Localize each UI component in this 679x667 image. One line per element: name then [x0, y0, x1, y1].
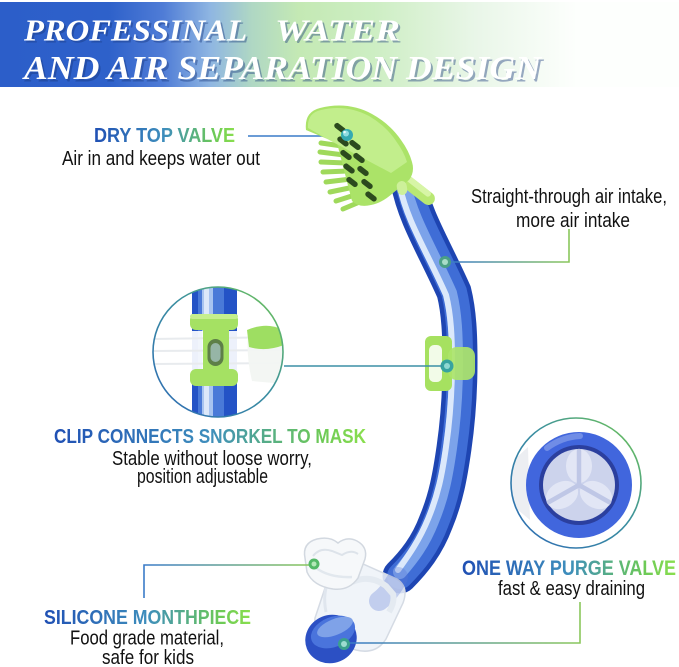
- svg-text:safe for kids: safe for kids: [102, 647, 194, 667]
- svg-text:CLIP CONNECTS SNORKEL TO MASK: CLIP CONNECTS SNORKEL TO MASK: [54, 425, 366, 448]
- svg-text:Straight-through air intake,: Straight-through air intake,: [471, 186, 667, 208]
- svg-text:ONE WAY PURGE VALVE: ONE WAY PURGE VALVE: [462, 557, 676, 580]
- svg-text:position adjustable: position adjustable: [137, 466, 268, 488]
- svg-text:SILICONE MONTHPIECE: SILICONE MONTHPIECE: [44, 606, 251, 629]
- svg-text:AND AIR SEPARATION DESIGN: AND AIR SEPARATION DESIGN: [24, 52, 545, 89]
- svg-text:AND AIR SEPARATION DESIGN: AND AIR SEPARATION DESIGN: [22, 50, 543, 87]
- svg-text:WATER: WATER: [277, 16, 402, 50]
- svg-text:DRY TOP VALVE: DRY TOP VALVE: [94, 124, 235, 147]
- svg-text:PROFESSINAL: PROFESSINAL: [25, 16, 249, 50]
- svg-text:PROFESSINAL: PROFESSINAL: [23, 14, 247, 48]
- svg-text:more air intake: more air intake: [516, 210, 630, 232]
- svg-text:Stable without loose worry,: Stable without loose worry,: [112, 448, 312, 470]
- svg-text:Food grade material,: Food grade material,: [70, 628, 224, 650]
- svg-text:fast & easy draining: fast & easy draining: [498, 578, 645, 600]
- svg-text:Air in and keeps water out: Air in and keeps water out: [62, 148, 260, 170]
- svg-text:WATER: WATER: [275, 14, 400, 48]
